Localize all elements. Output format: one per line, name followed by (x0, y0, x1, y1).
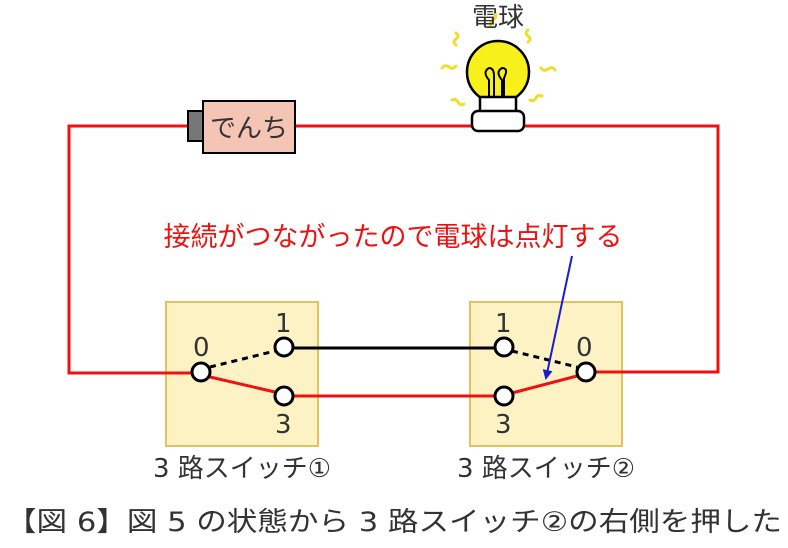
wire-right-loop (523, 124, 720, 374)
switch-2-terminal-3-label: 3 (495, 410, 512, 440)
bulb-filament (484, 66, 508, 96)
switch-2-terminal-1-label: 1 (495, 309, 512, 339)
switch-2-label: 3 路スイッチ② (457, 454, 635, 484)
switch-1-terminal-0 (190, 361, 212, 383)
bulb-glow-rays (440, 11, 557, 107)
switch-2-lever-open (511, 349, 578, 369)
switch-1-lever-active (209, 375, 276, 394)
wire-left-loop (67, 124, 200, 375)
light-bulb-icon (440, 11, 557, 133)
switch-2-terminal-0 (575, 361, 597, 383)
switch-1-lever-open (209, 349, 276, 369)
switch-2-terminal-1 (493, 336, 515, 358)
switch-1-terminal-3 (273, 385, 295, 407)
bulb-base (470, 109, 526, 133)
battery-label: でんち (210, 114, 288, 144)
switch-1-terminal-0-label: 0 (193, 333, 210, 363)
battery: でんち (187, 100, 296, 154)
annotation-text: 接続がつながったので電球は点灯する (164, 222, 623, 253)
switch-2-lever-active (511, 374, 578, 395)
switch-1-label: 3 路スイッチ① (153, 454, 331, 484)
switch-1-terminal-1 (273, 336, 295, 358)
switch-2-terminal-0-label: 0 (576, 333, 593, 363)
figure-caption: 【図 6】図 5 の状態から 3 路スイッチ②の右側を押した (6, 507, 782, 538)
switch-2-terminal-3 (493, 385, 515, 407)
switch-1-terminal-1-label: 1 (275, 309, 292, 339)
switch-1-terminal-3-label: 3 (275, 410, 292, 440)
battery-body (202, 100, 296, 154)
annotation-arrow (542, 255, 573, 380)
bulb-label: 電球 (472, 3, 524, 33)
battery-terminal (187, 110, 205, 142)
